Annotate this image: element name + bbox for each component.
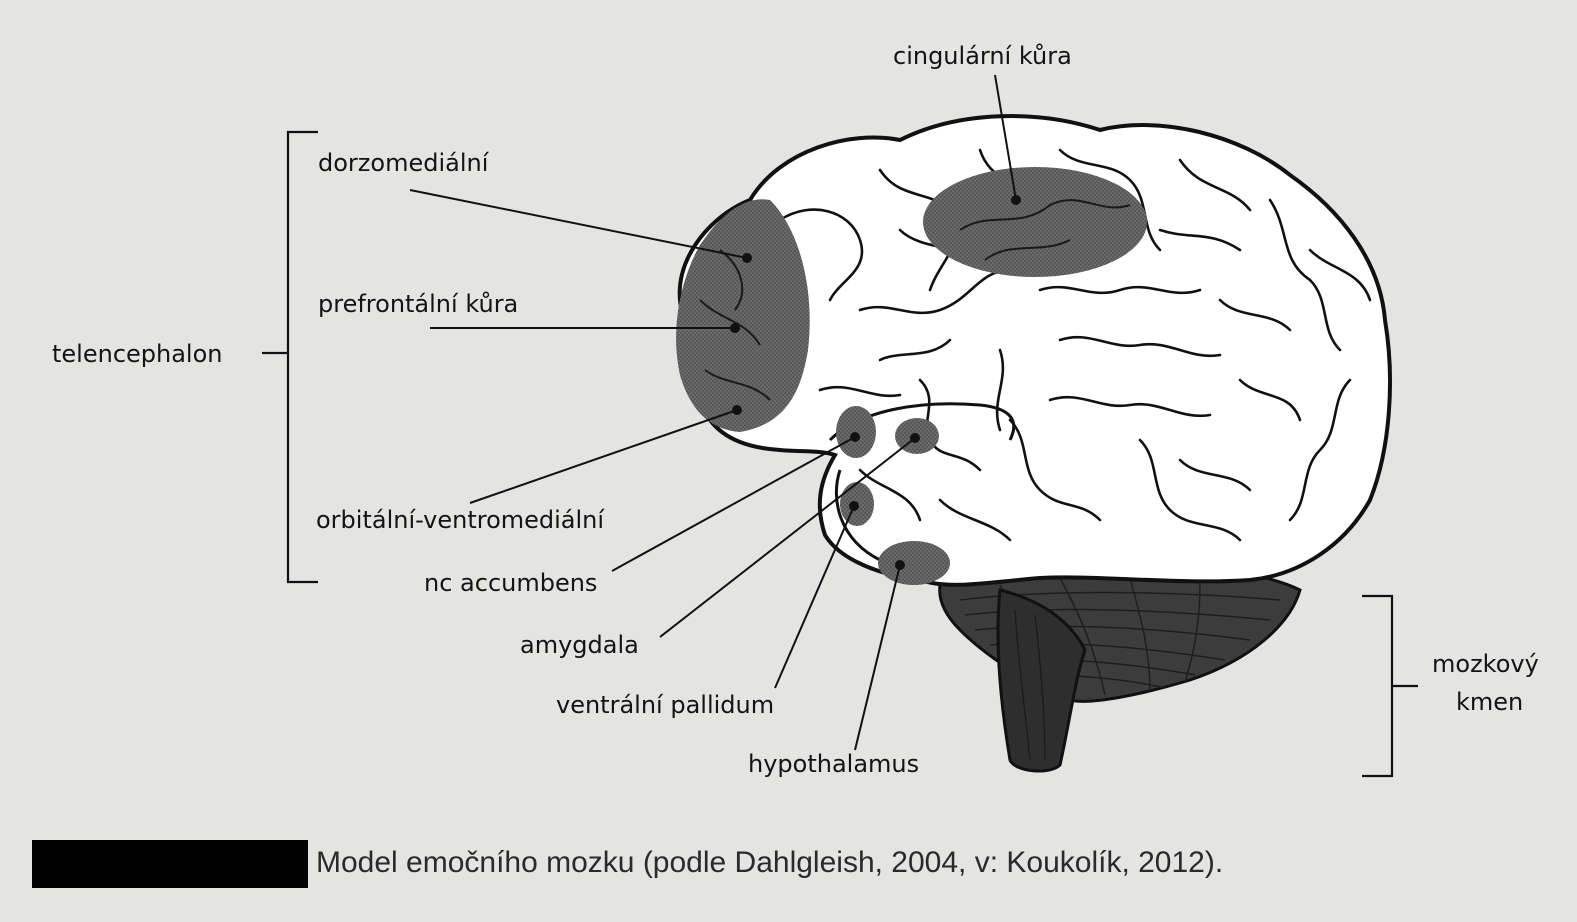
brainstem-bracket [1362, 596, 1392, 776]
label-brainstem-line2: kmen [1456, 688, 1523, 716]
label-ventral-pallidum: ventrální pallidum [556, 691, 774, 719]
figure-caption: Model emočního mozku (podle Dahlgleish, … [316, 845, 1223, 881]
telencephalon-bracket [288, 132, 318, 582]
label-prefrontal-cortex: prefrontální kůra [318, 290, 518, 318]
label-hypothalamus: hypothalamus [748, 750, 919, 778]
label-cingulate-cortex: cingulární kůra [893, 42, 1072, 70]
label-brainstem-line1: mozkový [1432, 650, 1539, 678]
label-orbital-ventromedial: orbitální-ventromediální [316, 506, 604, 534]
label-amygdala: amygdala [520, 631, 639, 659]
label-telencephalon: telencephalon [52, 340, 223, 368]
redaction-box [32, 840, 308, 888]
region-accumbens [836, 406, 876, 458]
label-dorsomedial: dorzomediální [318, 149, 488, 177]
region-cingulate [923, 167, 1147, 277]
label-nc-accumbens: nc accumbens [424, 569, 597, 597]
region-prefrontal [676, 199, 810, 432]
region-hypothalamus [878, 541, 950, 585]
